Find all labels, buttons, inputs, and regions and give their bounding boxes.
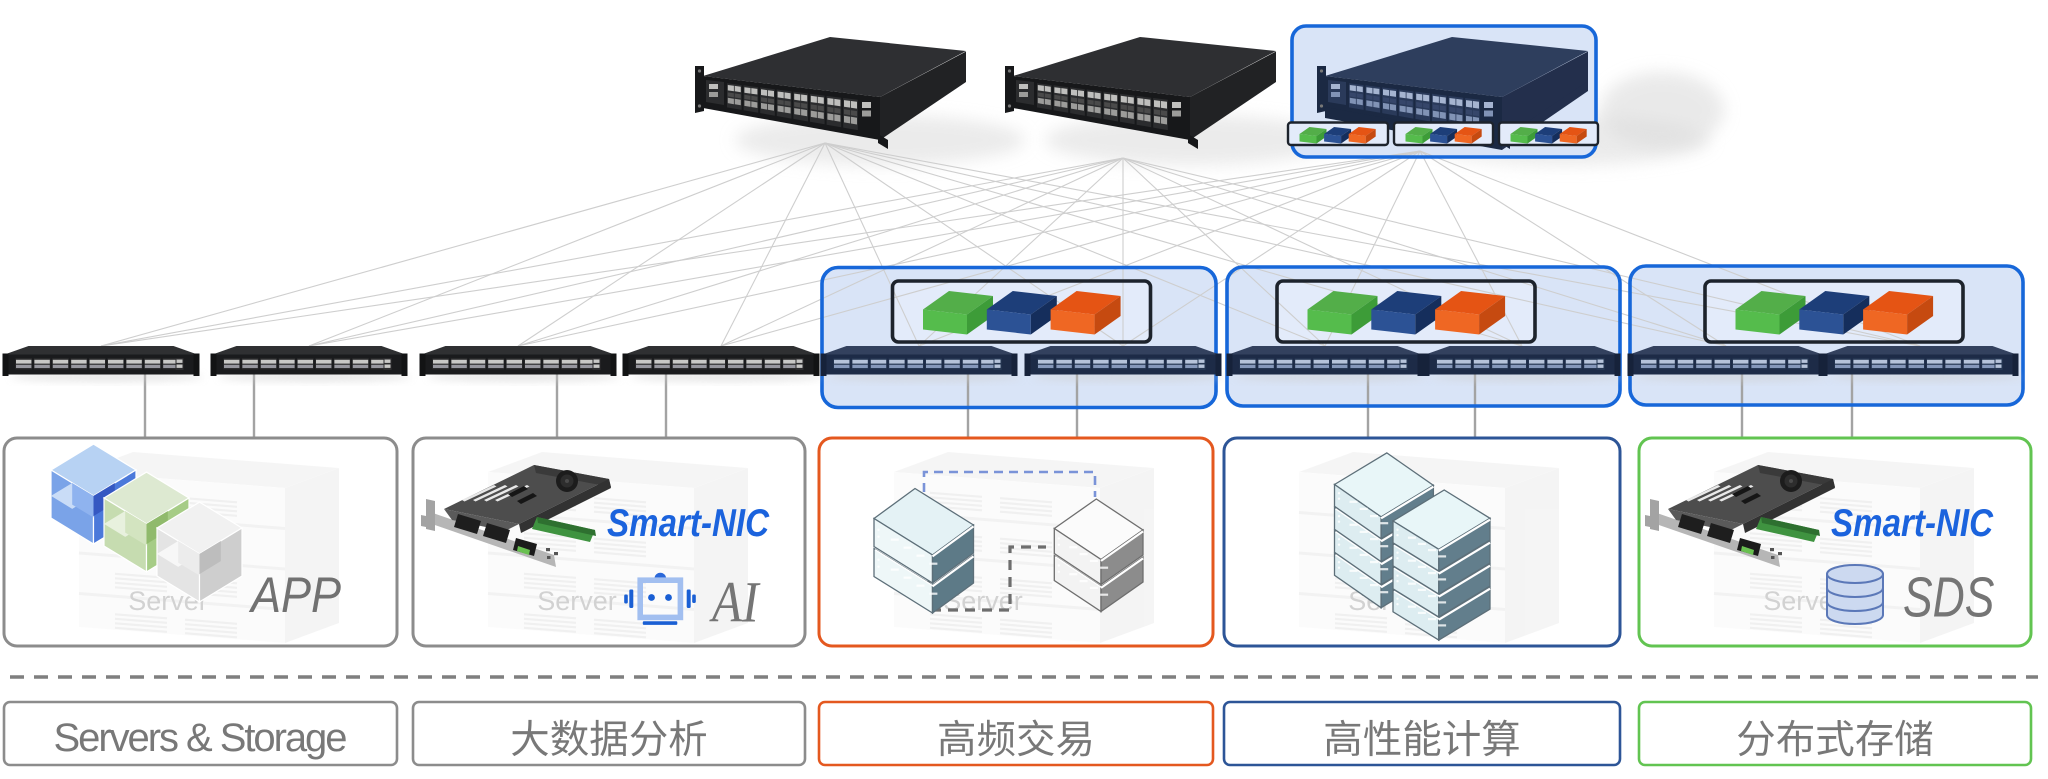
svg-text:Smart-NIC: Smart-NIC [1831, 500, 1994, 544]
svg-text:SDS: SDS [1903, 565, 1994, 629]
svg-text:Smart-NIC: Smart-NIC [607, 500, 770, 544]
svg-text:Server: Server [537, 586, 617, 616]
svg-text:Servers & Storage: Servers & Storage [54, 716, 348, 760]
svg-text:APP: APP [248, 568, 341, 624]
svg-text:AI: AI [709, 570, 761, 635]
